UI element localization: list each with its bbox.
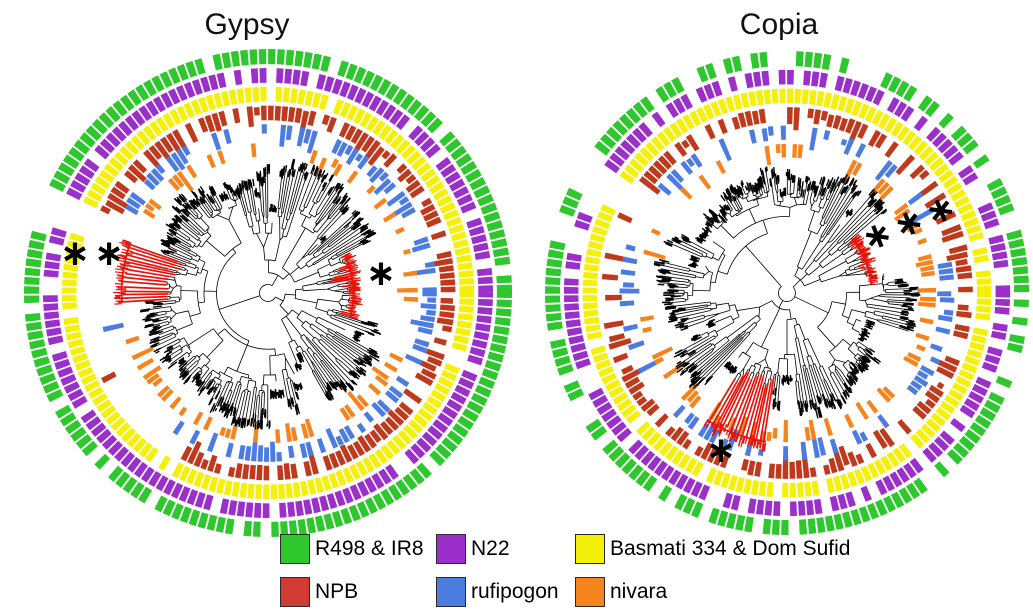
gypsy-title: Gypsy bbox=[204, 8, 290, 41]
legend-label-npb: NPB bbox=[315, 579, 359, 603]
copia-title: Copia bbox=[739, 8, 819, 41]
legend-item-basmati: Basmati 334 & Dom Sufid bbox=[575, 532, 850, 565]
copia-bottom-clade-asterisk: ∗ bbox=[705, 430, 741, 471]
legend-item-rufipogon: rufipogon bbox=[436, 575, 559, 608]
legend-label-rufipogon: rufipogon bbox=[471, 579, 559, 603]
gypsy-panel bbox=[23, 48, 513, 538]
copia-rings bbox=[544, 51, 1030, 536]
legend-swatch-n22 bbox=[436, 533, 466, 564]
legend-item-n22: N22 bbox=[436, 532, 510, 565]
gypsy-rings bbox=[23, 48, 513, 538]
gypsy-right-clade-asterisk: ∗ bbox=[365, 253, 401, 294]
legend-label-r498-ir8: R498 & IR8 bbox=[315, 536, 424, 560]
gypsy-tree bbox=[113, 158, 382, 430]
legend-label-nivara: nivara bbox=[610, 579, 668, 603]
copia-panel bbox=[544, 51, 1030, 536]
legend-swatch-basmati bbox=[575, 533, 605, 564]
legend-label-basmati: Basmati 334 & Dom Sufid bbox=[610, 536, 851, 560]
legend-item-npb: NPB bbox=[280, 575, 358, 608]
legend-item-nivara: nivara bbox=[575, 575, 667, 608]
legend-label-n22: N22 bbox=[471, 536, 510, 560]
gypsy-left-clade-asterisks: ∗∗ bbox=[59, 233, 129, 274]
legend-swatch-rufipogon bbox=[436, 576, 466, 607]
legend-item-r498-ir8: R498 & IR8 bbox=[280, 532, 424, 565]
copia-tree bbox=[653, 166, 921, 452]
legend-swatch-nivara bbox=[575, 576, 605, 607]
legend-swatch-npb bbox=[280, 576, 310, 607]
legend-swatch-r498-ir8 bbox=[280, 533, 310, 564]
